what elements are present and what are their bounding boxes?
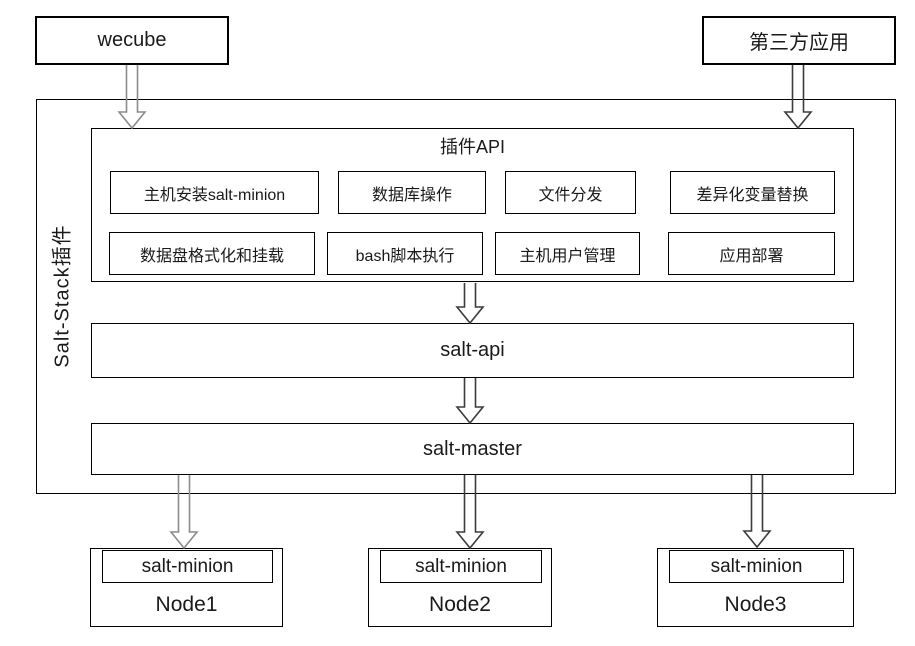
plugin-differential-variable-replacement: 差异化变量替换: [670, 171, 835, 214]
node2-salt-minion-box: salt-minion: [380, 550, 542, 583]
node3-label: Node3: [724, 592, 787, 616]
plugin-api-box: [91, 128, 854, 282]
salt-master-label: salt-master: [423, 437, 522, 460]
salt-minion-label: salt-minion: [710, 555, 803, 577]
plugin-label: 主机用户管理: [519, 247, 616, 265]
salt-stack-plugin-label: Salt-Stack插件: [51, 224, 74, 368]
node2-label: Node2: [429, 592, 491, 616]
plugin-bash-script-execution: bash脚本执行: [327, 232, 483, 275]
salt-api-label: salt-api: [440, 339, 505, 361]
node1-box: salt-minion Node1: [90, 548, 283, 627]
plugin-data-disk-format-and-mount: 数据盘格式化和挂载: [109, 232, 315, 275]
wecube-box: wecube: [35, 16, 229, 65]
plugin-database-operation: 数据库操作: [338, 171, 486, 214]
plugin-host-install-salt-minion: 主机安装salt-minion: [110, 171, 319, 214]
plugin-label: 数据库操作: [371, 186, 452, 204]
plugin-label: 文件分发: [538, 186, 603, 204]
node1-salt-minion-box: salt-minion: [102, 550, 273, 583]
plugin-label: 数据盘格式化和挂载: [139, 247, 284, 265]
salt-minion-label: salt-minion: [415, 555, 507, 577]
salt-minion-label: salt-minion: [141, 555, 234, 577]
plugin-host-user-management: 主机用户管理: [495, 232, 640, 275]
salt-api-box: salt-api: [91, 323, 854, 378]
plugin-api-title: 插件API: [439, 137, 505, 157]
wecube-label: wecube: [97, 29, 167, 51]
third-party-app-label: 第三方应用: [749, 32, 849, 54]
plugin-file-distribution: 文件分发: [505, 171, 636, 214]
plugin-label: bash脚本执行: [355, 247, 455, 265]
plugin-application-deployment: 应用部署: [668, 232, 835, 275]
plugin-label: 应用部署: [719, 247, 784, 265]
salt-master-box: salt-master: [91, 423, 854, 475]
node2-box: salt-minion Node2: [368, 548, 552, 627]
node1-label: Node1: [155, 592, 218, 616]
plugin-label: 主机安装salt-minion: [143, 186, 286, 204]
plugin-label: 差异化变量替换: [696, 186, 809, 204]
node3-box: salt-minion Node3: [657, 548, 854, 627]
node3-salt-minion-box: salt-minion: [669, 550, 844, 583]
third-party-app-box: 第三方应用: [702, 16, 896, 65]
